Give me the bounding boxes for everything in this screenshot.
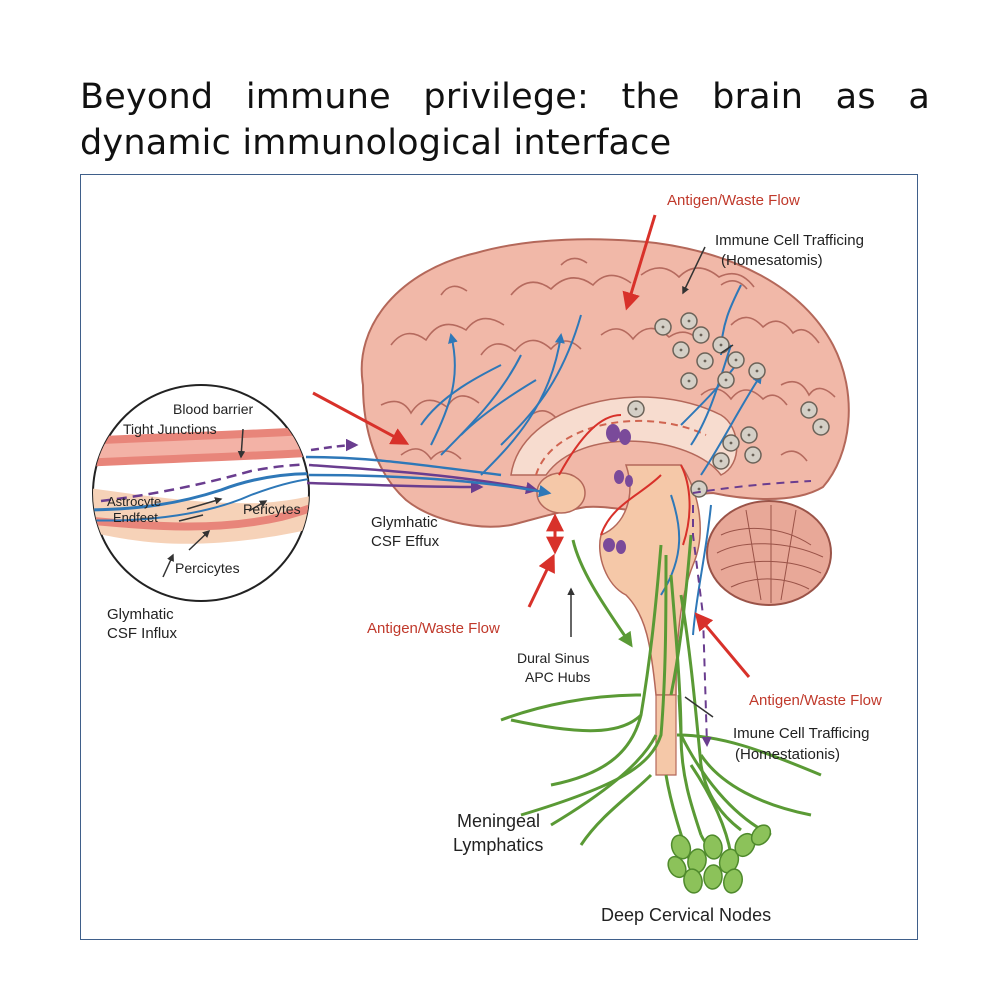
- label-antigen-top: Antigen/Waste Flow: [667, 192, 800, 209]
- label-immune-top-1: Immune Cell Trafficing: [715, 232, 864, 249]
- meningeal-lymphatics: [500, 534, 822, 866]
- label-glymhatic-influx-2: CSF Influx: [107, 625, 178, 642]
- deep-cervical-nodes: [667, 824, 772, 894]
- vascular-lines: [558, 414, 691, 546]
- cerebellum: [706, 500, 832, 606]
- cerebrum: [360, 238, 850, 528]
- label-glymhatic-efflux-2: CSF Effux: [371, 533, 440, 550]
- label-immune-top-2: (Homesatomis): [721, 252, 823, 269]
- brainstem: [536, 424, 701, 776]
- label-dural-sinus-2: APC Hubs: [525, 669, 590, 685]
- immune-trafficking-lines: [692, 480, 812, 747]
- label-immune-bottom-1: Imune Cell Trafficing: [733, 725, 869, 742]
- label-meningeal-2: Lymphatics: [453, 835, 543, 855]
- immune-cell-dots: [634, 319, 823, 491]
- figure-frame: Antigen/Waste Flow Immune Cell Trafficin…: [80, 174, 918, 940]
- label-dural-sinus-1: Dural Sinus: [517, 650, 589, 666]
- glymphatic-flow-arrows: [305, 438, 552, 498]
- label-glymhatic-efflux-1: Glymhatic: [371, 514, 438, 531]
- labels: Antigen/Waste Flow Immune Cell Trafficin…: [107, 192, 882, 925]
- label-astrocyte-1: Astrocyte: [107, 494, 161, 509]
- diagram-canvas: Antigen/Waste Flow Immune Cell Trafficin…: [92, 192, 882, 925]
- label-percicytes: Percicytes: [175, 560, 240, 576]
- label-tight-junctions: Tight Junctions: [123, 421, 217, 437]
- label-antigen-middle: Antigen/Waste Flow: [367, 620, 500, 637]
- label-immune-bottom-2: (Homestationis): [735, 746, 840, 763]
- page-title: Beyond immune privilege: the brain as a …: [80, 77, 930, 163]
- gyri: [380, 257, 836, 462]
- label-glymhatic-influx-1: Glymhatic: [107, 606, 174, 623]
- label-astrocyte-2: Endfeet: [113, 510, 158, 525]
- antigen-flow-arrows: [312, 214, 751, 678]
- label-meningeal-1: Meningeal: [457, 811, 540, 831]
- label-deep-cervical: Deep Cervical Nodes: [601, 905, 771, 925]
- label-antigen-right: Antigen/Waste Flow: [749, 692, 882, 709]
- label-blood-barrier: Blood barrier: [173, 401, 253, 417]
- blood-barrier-inset: [92, 384, 310, 602]
- leader-lines: [162, 246, 734, 718]
- csf-channels: [420, 284, 763, 636]
- label-pericytes: Pericytes: [243, 501, 301, 517]
